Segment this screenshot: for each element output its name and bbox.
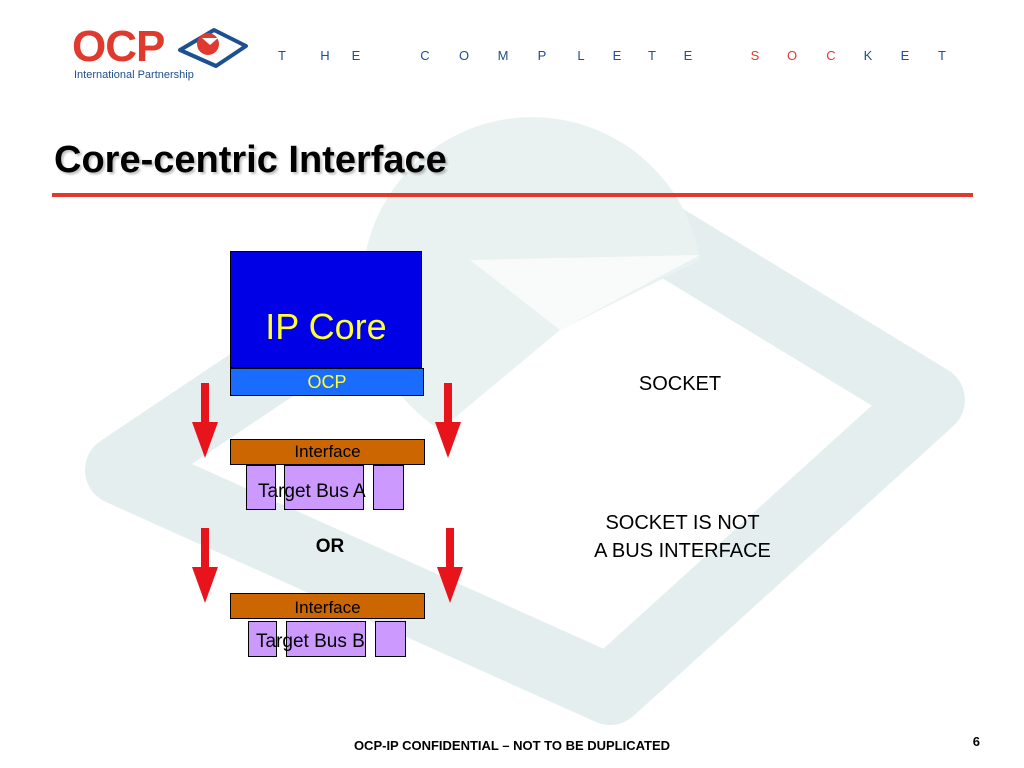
- tagline-letter: T: [938, 48, 946, 63]
- ocp-bar: [230, 368, 424, 396]
- interface-b-label: Interface: [294, 598, 361, 617]
- bus-b-box-right: [375, 621, 406, 657]
- interface-a-bar: [230, 439, 425, 465]
- tagline-letter: S: [750, 48, 760, 63]
- tagline-letter: T: [278, 48, 286, 63]
- tagline-letter: E: [683, 48, 693, 63]
- tagline-letter: P: [537, 48, 547, 63]
- ip-core-block: [230, 251, 422, 368]
- socket-not-line2: A BUS INTERFACE: [594, 540, 771, 562]
- bus-b-box-middle: [286, 621, 366, 657]
- ocp-logo-icon: [178, 28, 248, 68]
- socket-not-line1: SOCKET IS NOT: [605, 512, 760, 534]
- title-divider: [52, 193, 973, 197]
- bus-a-label: Target Bus A: [258, 481, 366, 502]
- down-arrow-icon: [192, 383, 218, 458]
- tagline-letter: K: [863, 48, 873, 63]
- ocp-bar-label: OCP: [307, 372, 347, 392]
- tagline-letter: M: [497, 48, 509, 63]
- or-label: OR: [315, 536, 345, 557]
- interface-b-bar: [230, 593, 425, 619]
- bus-a-box-middle: [284, 465, 364, 510]
- down-arrow-icon: [435, 383, 461, 458]
- tagline-letter: C: [420, 48, 430, 63]
- tagline-letter: L: [577, 48, 585, 63]
- socket-not-bus-note: SOCKET IS NOT A BUS INTERFACE: [560, 509, 805, 565]
- tagline-letter: E: [900, 48, 910, 63]
- slide-title: Core-centric Interface: [54, 139, 447, 181]
- tagline-letter: T: [648, 48, 656, 63]
- tagline-letter: O: [458, 48, 470, 63]
- bus-b-box-left: [248, 621, 277, 657]
- interface-a-label: Interface: [294, 442, 361, 461]
- confidential-footer: OCP-IP CONFIDENTIAL – NOT TO BE DUPLICAT…: [353, 738, 671, 753]
- bus-a-box-right: [373, 465, 404, 510]
- down-arrow-icon: [192, 528, 218, 603]
- bus-b-label: Target Bus B: [256, 631, 365, 652]
- down-arrow-icon: [437, 528, 463, 603]
- tagline-letter: E: [351, 48, 361, 63]
- socket-label: SOCKET: [638, 373, 722, 395]
- bus-a-box-left: [246, 465, 276, 510]
- page-number: 6: [972, 734, 980, 749]
- tagline-letter: C: [826, 48, 836, 63]
- tagline-letter: H: [320, 48, 330, 63]
- tagline-letter: O: [786, 48, 798, 63]
- ip-core-label: IP Core: [265, 306, 387, 347]
- ocp-logo-text: OCP: [72, 22, 165, 71]
- tagline-letter: E: [612, 48, 622, 63]
- logo-subtitle: International Partnership: [74, 69, 194, 81]
